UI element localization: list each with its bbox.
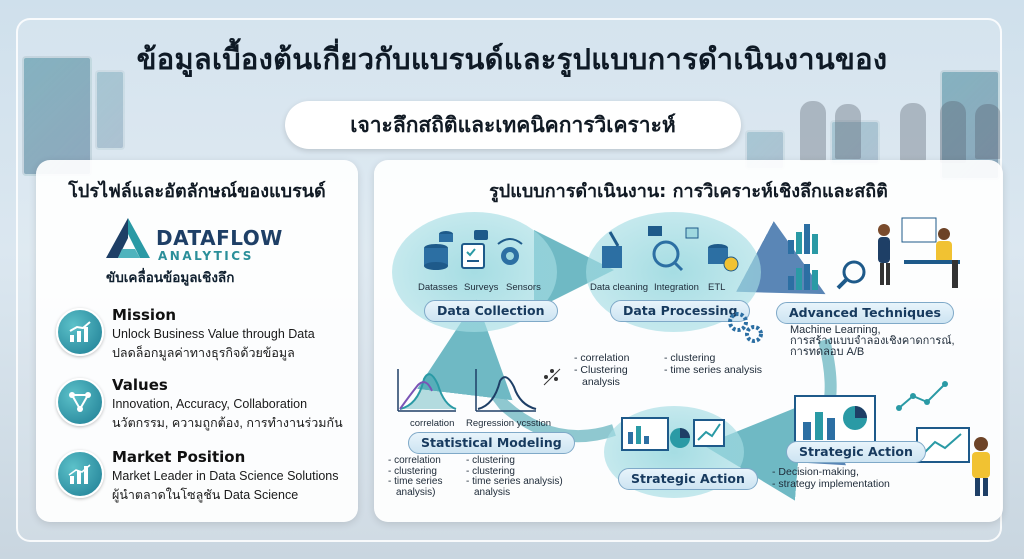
- values-row: Values Innovation, Accuracy, Collaborati…: [52, 376, 352, 438]
- statistical-charts-illustration: [397, 368, 561, 412]
- operations-panel: รูปแบบการดำเนินงาน: การวิเคราะห์เชิงลึกแ…: [374, 160, 1003, 522]
- note-line: - Decision-making,: [772, 466, 859, 478]
- magnifier-icon: [836, 260, 866, 290]
- values-text-th: นวัตกรรม, ความถูกต้อง, การทำงานร่วมกัน: [112, 416, 343, 430]
- note-line: - clustering: [664, 352, 716, 364]
- strategic-action-notes: - Decision-making, - strategy implementa…: [772, 466, 890, 490]
- background-person: [800, 101, 826, 161]
- statistical-notes-col1: - correlation - clustering - time series…: [388, 455, 443, 498]
- advanced-line: การสร้างแบบจำลองเชิงคาดการณ์,: [790, 335, 955, 347]
- background-monitor: [95, 70, 125, 150]
- note-line: - clustering: [466, 455, 515, 466]
- note-line: analysis: [582, 376, 620, 388]
- regression-chart-icon: [475, 369, 537, 412]
- values-title: Values: [112, 376, 168, 394]
- advanced-line: Machine Learning,: [790, 324, 881, 336]
- statistical-notes-col2: - clustering - clustering - time series …: [466, 455, 563, 498]
- note-line: analysis: [474, 486, 511, 498]
- data-processing-label[interactable]: Data Processing: [610, 300, 751, 322]
- survey-icon: [461, 230, 488, 269]
- strategic-action-center-label[interactable]: Strategic Action: [618, 468, 758, 490]
- advanced-line: การทดลอบ A/B: [790, 346, 865, 358]
- bar-chart-icon: [788, 264, 818, 290]
- mission-title: Mission: [112, 306, 177, 324]
- background-person: [940, 101, 966, 163]
- note-line: - clustering: [466, 465, 515, 477]
- decision-maker-icon: [916, 427, 990, 496]
- sensor-icon: [497, 238, 523, 265]
- background-person: [900, 103, 926, 161]
- caption-data-cleaning: Data cleaning: [590, 282, 649, 293]
- caption-etl: ETL: [708, 282, 726, 293]
- note-line: - correlation: [388, 455, 441, 466]
- gears-icon: [728, 312, 763, 343]
- trend-icon: [896, 381, 948, 411]
- distribution-chart-icon: [397, 369, 457, 412]
- strategic-action-right-label[interactable]: Strategic Action: [786, 441, 926, 463]
- presentation-board-icon: [794, 395, 876, 447]
- data-cleaning-icon: [602, 231, 622, 268]
- middle-notes-col1: - correlation - Clustering analysis: [574, 352, 629, 388]
- dashboard-illustration: [621, 417, 725, 451]
- strategic-action-illustration: [794, 381, 990, 496]
- desk-worker-icon: [901, 217, 960, 288]
- background-monitor: [22, 56, 92, 176]
- growth-chart-icon: [56, 308, 104, 356]
- caption-surveys: Surveys: [464, 282, 499, 293]
- brand-tagline: ขับเคลื่อนข้อมูลเชิงลึก: [106, 270, 235, 286]
- line-chart-icon: [693, 419, 725, 447]
- note-line: - strategy implementation: [772, 478, 890, 490]
- etl-icon: [708, 244, 739, 272]
- market-position-row: Market Position Market Leader in Data Sc…: [52, 448, 352, 510]
- page-title: ข้อมูลเบื้องต้นเกี่ยวกับแบรนด์และรูปแบบก…: [136, 42, 888, 76]
- note-line: - time series: [388, 476, 443, 487]
- mission-row: Mission Unlock Business Value through Da…: [52, 306, 352, 368]
- note-line: analysis): [396, 486, 436, 498]
- middle-notes-col2: - clustering - time series analysis: [664, 352, 762, 376]
- caption-datasses: Datasses: [418, 282, 458, 293]
- brand-name: DATAFLOW: [156, 226, 283, 250]
- mission-text-th: ปลดล็อกมูลค่าทางธุรกิจด้วยข้อมูล: [112, 346, 295, 360]
- note-line: - Clustering: [574, 364, 628, 376]
- bar-chart-icon: [56, 450, 104, 498]
- caption-correlation: correlation: [410, 418, 455, 429]
- brand-subname: ANALYTICS: [158, 249, 254, 263]
- brand-profile-heading: โปรไฟล์และอัตลักษณ์ของแบรนด์: [68, 181, 326, 202]
- data-collection-label[interactable]: Data Collection: [424, 300, 558, 322]
- dashboard-icon: [621, 417, 669, 451]
- operations-heading: รูปแบบการดำเนินงาน: การวิเคราะห์เชิงลึกแ…: [489, 181, 888, 202]
- caption-regression: Regression ycsstion: [466, 418, 552, 429]
- database-icon: [424, 231, 453, 270]
- data-processing-icons: [602, 226, 739, 272]
- note-line: - time series analysis): [466, 476, 563, 487]
- dataflow-logo-icon: [106, 218, 150, 258]
- analyst-person-icon: [878, 224, 890, 285]
- caption-integration: Integration: [654, 282, 699, 293]
- advanced-techniques-notes: Machine Learning, การสร้างแบบจำลองเชิงคา…: [790, 325, 955, 358]
- mission-text-en: Unlock Business Value through Data: [112, 327, 315, 341]
- data-collection-icons: [424, 230, 523, 270]
- scatter-icon: [543, 368, 561, 386]
- note-line: - correlation: [574, 352, 630, 364]
- network-icon: [56, 378, 104, 426]
- background-person: [835, 104, 861, 159]
- market-position-text-en: Market Leader in Data Science Solutions: [112, 469, 339, 483]
- bar-chart-icon: [788, 224, 818, 254]
- subtitle-pill: เจาะลึกสถิติและเทคนิคการวิเคราะห์: [285, 101, 741, 149]
- advanced-techniques-illustration: [788, 217, 960, 290]
- statistical-modeling-label[interactable]: Statistical Modeling: [408, 432, 575, 454]
- note-line: - time series analysis: [664, 364, 763, 376]
- values-text-en: Innovation, Accuracy, Collaboration: [112, 397, 308, 411]
- background-person: [975, 104, 1001, 159]
- advanced-techniques-label[interactable]: Advanced Techniques: [776, 302, 954, 324]
- caption-sensors: Sensors: [506, 282, 541, 293]
- integration-icon: [648, 226, 699, 272]
- market-position-text-th: ผู้นำตลาดในโซลูชัน Data Science: [112, 488, 299, 502]
- pie-chart-icon: [670, 428, 690, 448]
- note-line: - clustering: [388, 465, 437, 477]
- market-position-title: Market Position: [112, 448, 246, 466]
